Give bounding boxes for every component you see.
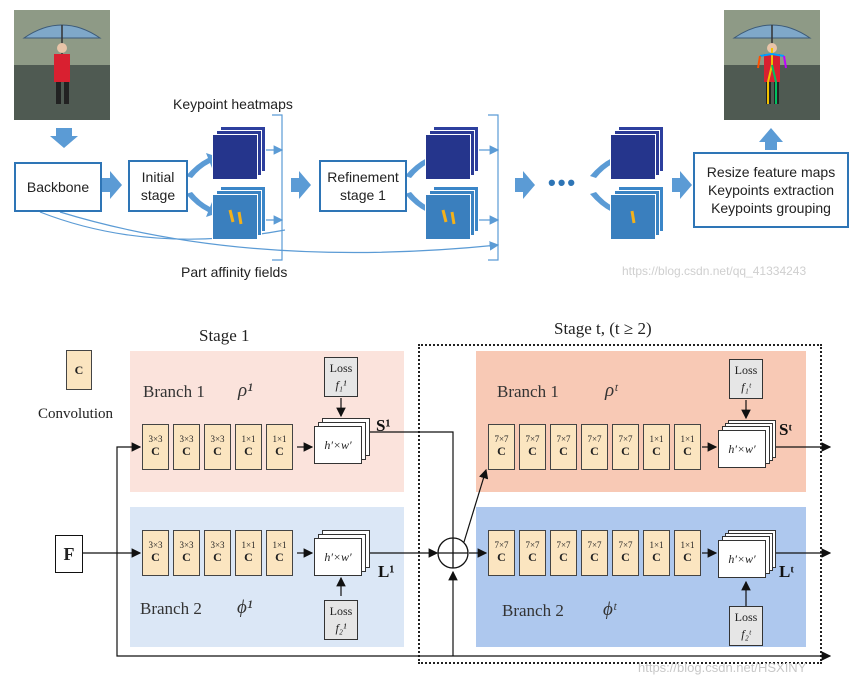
heatmap-stack <box>425 126 479 182</box>
legend-conv-label: Convolution <box>38 406 114 422</box>
refinement-stage-label: Refinement stage 1 <box>327 168 399 203</box>
feature-map-L1: h′×w′ <box>314 530 372 576</box>
stage1-rho: ρ¹ <box>238 380 253 401</box>
backbone-label: Backbone <box>26 178 90 195</box>
watermark-bottom: https://blog.csdn.net/HSXINY <box>638 660 807 675</box>
input-F-label: F <box>63 543 75 564</box>
final-line-3: Keypoints grouping <box>711 200 831 216</box>
right-arrow <box>102 171 122 199</box>
initial-stage-box: Initial stage <box>128 160 188 212</box>
right-arrow <box>515 171 535 199</box>
up-arrow <box>759 128 783 150</box>
staget-branch2-label: Branch 2 <box>502 601 564 620</box>
staget-frame <box>418 344 822 664</box>
staget-label: Stage t, (t ≥ 2) <box>554 319 652 338</box>
part-affinity-label: Part affinity fields <box>181 264 288 280</box>
watermark-top: https://blog.csdn.net/qq_41334243 <box>622 264 807 278</box>
heatmap-stack <box>212 126 266 182</box>
final-line-2: Keypoints extraction <box>707 182 835 198</box>
feature-map-S1: h′×w′ <box>314 418 372 464</box>
initial-stage-label: Initial stage <box>140 168 176 203</box>
output-St: Sᵗ <box>779 420 793 439</box>
postprocess-box: Resize feature maps Keypoints extraction… <box>693 152 849 228</box>
stage1-branch1-label: Branch 1 <box>143 382 205 401</box>
output-Lt: Lᵗ <box>779 562 794 581</box>
legend-conv-block: C <box>66 350 92 390</box>
output-photo <box>724 10 820 120</box>
architecture-connectors <box>83 398 832 661</box>
concat-plus-icon <box>437 537 469 569</box>
stage1-phi: ϕ¹ <box>237 597 253 618</box>
right-arrow <box>291 171 311 199</box>
down-arrow <box>50 128 78 148</box>
output-L1: L¹ <box>378 562 395 581</box>
paf-stack <box>425 186 479 242</box>
input-F-box: F <box>55 535 83 573</box>
continuation-dots: ••• <box>548 170 578 195</box>
final-line-1: Resize feature maps <box>706 164 836 180</box>
keypoint-heatmaps-label: Keypoint heatmaps <box>173 96 293 112</box>
refinement-stage-box: Refinement stage 1 <box>319 160 407 212</box>
staget-branch1-label: Branch 1 <box>497 382 559 401</box>
input-photo <box>14 10 110 120</box>
feature-map-Lt: h′×w′ <box>718 530 776 578</box>
output-S1: S¹ <box>376 416 391 435</box>
backbone-box: Backbone <box>14 162 102 212</box>
paf-stack <box>610 186 664 242</box>
heatmap-stack <box>610 126 664 182</box>
stage1-branch2-label: Branch 2 <box>140 599 202 618</box>
right-arrow <box>672 171 692 199</box>
legend-conv-letter: C <box>74 363 84 377</box>
paf-stack <box>212 186 266 242</box>
staget-phi: ϕᵗ <box>603 599 617 620</box>
feature-map-St: h′×w′ <box>718 420 776 468</box>
stage1-label: Stage 1 <box>199 326 250 345</box>
staget-rho: ρᵗ <box>605 380 618 401</box>
